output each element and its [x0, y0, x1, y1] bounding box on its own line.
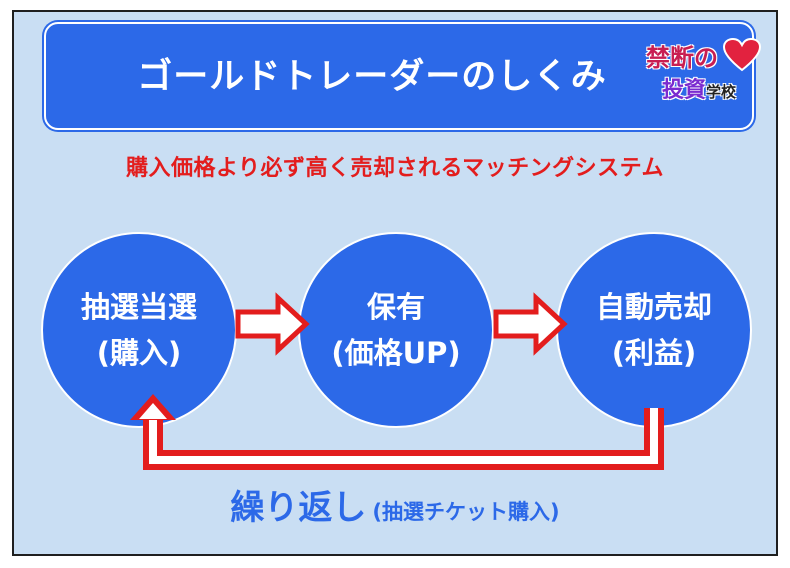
logo-text-top: 禁断の	[646, 43, 718, 72]
step-label-sub: (価格UP)	[331, 336, 461, 370]
step-label-main: 抽選当選	[80, 290, 197, 324]
repeat-label: 繰り返し	[230, 488, 367, 528]
step-label-main: 保有	[366, 290, 425, 324]
title-banner	[44, 22, 754, 130]
repeat-sublabel: (抽選チケット購入)	[372, 500, 560, 524]
arrow-right-icon	[493, 292, 568, 356]
step-circle-lottery-win: 抽選当選 (購入)	[41, 232, 237, 428]
logo-text-bottom: 投資学校	[662, 72, 736, 104]
logo-text-main: 投資	[662, 77, 707, 103]
return-loop-arrow-icon	[130, 394, 664, 470]
step-label-sub: (購入)	[96, 336, 182, 370]
arrow-right-icon	[235, 292, 310, 356]
step-label-main: 自動売却	[595, 290, 712, 324]
logo: 禁断の 投資学校	[646, 38, 772, 108]
repeat-caption: 繰り返し(抽選チケット購入)	[0, 480, 790, 529]
page-title: ゴールドトレーダーのしくみ	[137, 57, 607, 97]
logo-text-small: 学校	[706, 83, 737, 101]
heart-icon	[722, 38, 762, 72]
subtitle: 購入価格より必ず高く売却されるマッチングシステム	[125, 156, 665, 181]
step-circle-auto-sell: 自動売却 (利益)	[556, 232, 752, 428]
step-label-sub: (利益)	[611, 336, 697, 370]
